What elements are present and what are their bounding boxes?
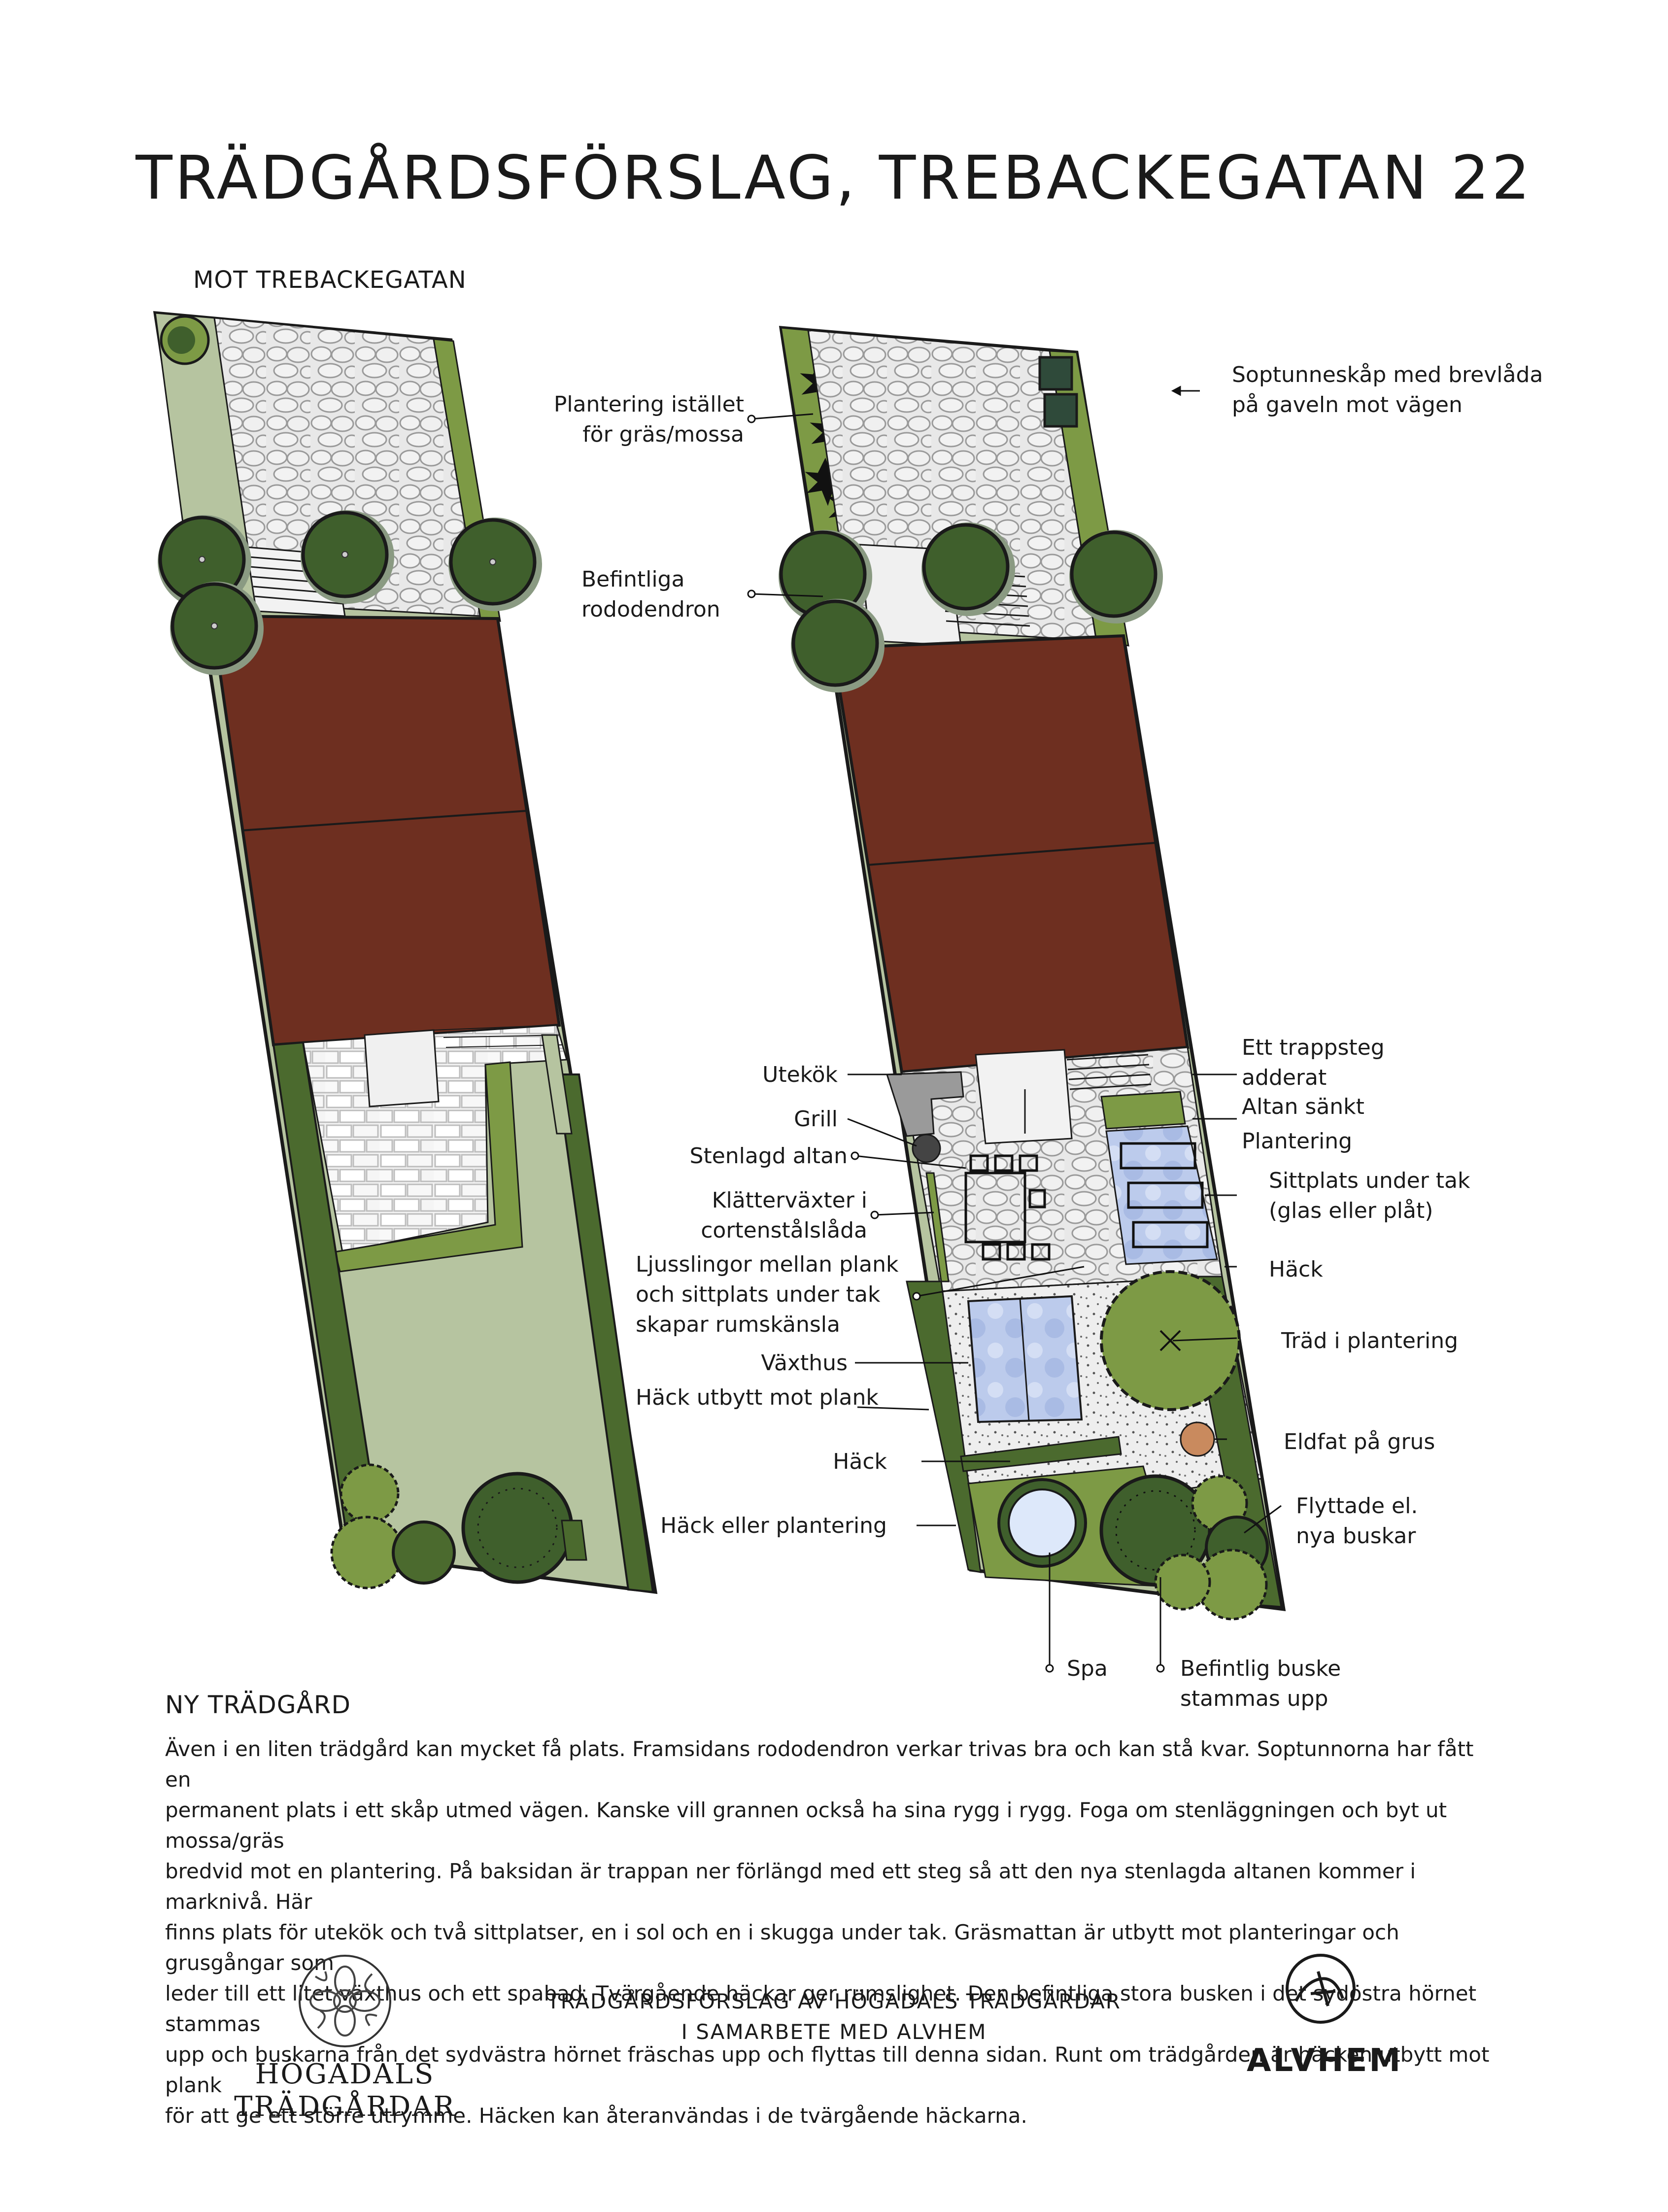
house-left	[210, 614, 561, 1047]
label-sittplats: Sittplats under tak(glas eller plåt)	[1269, 1168, 1470, 1223]
leader-lines	[747, 385, 1282, 1673]
footer-line2: I SAMARBETE MED ALVHEM	[681, 2020, 987, 2044]
body-line: finns plats för utekök och två sittplats…	[165, 1920, 1399, 1975]
label-grill: Grill	[794, 1106, 838, 1132]
body-line: bredvid mot en plantering. På baksidan ä…	[165, 1859, 1416, 1914]
hogadals-logo: HÖGADALS TRÄDGÅRDAR	[232, 1952, 458, 2123]
trees-left-front	[158, 510, 542, 675]
bin-cabinet	[1038, 356, 1078, 428]
right-plan	[779, 326, 1286, 1621]
spa	[1008, 1488, 1077, 1557]
hedge-left-east	[555, 1073, 654, 1593]
page-title: TRÄDGÅRDSFÖRSLAG, TREBACKEGATAN 22	[136, 143, 1532, 213]
firepit	[1180, 1421, 1215, 1457]
logo-left-line2: TRÄDGÅRDAR	[234, 2091, 456, 2123]
shrubs-right-back	[1099, 1474, 1269, 1621]
tree-in-planting	[1100, 1270, 1241, 1411]
alvhem-emblem-icon	[1286, 1954, 1356, 2024]
label-trad-i-plantering: Träd i plantering	[1281, 1328, 1459, 1353]
section-title: NY TRÄDGÅRD	[165, 1691, 351, 1719]
footer-line1: TRÄDGÅRDSFÖRSLAG AV HÖGADALS TRÄDGÅRDAR	[547, 1989, 1121, 2013]
logo-right-name: ALVHEM	[1247, 2042, 1402, 2079]
body-line: för att ge ett större utrymme. Häcken ka…	[165, 2104, 1027, 2128]
flower-emblem-icon	[299, 1955, 391, 2047]
label-utekok: Utekök	[762, 1062, 838, 1087]
label-plantering: Plantering	[1242, 1129, 1353, 1154]
outdoor-kitchen	[885, 1071, 964, 1137]
body-line: leder till ett litet växthus och ett spa…	[165, 1981, 1477, 2036]
garden-plans	[153, 311, 1286, 1673]
shrubs-left-back	[330, 1463, 587, 1590]
label-hack-eller-plantering: Häck eller plantering	[660, 1513, 887, 1538]
alvhem-logo: ALVHEM	[1247, 1952, 1402, 2079]
label-hack-left: Häck	[833, 1449, 887, 1474]
body-line: Även i en liten trädgård kan mycket få p…	[165, 1737, 1474, 1792]
label-hack-utbytt: Häck utbytt mot plank	[636, 1385, 879, 1410]
street-label: MOT TREBACKEGATAN	[193, 266, 467, 294]
body-text: Även i en liten trädgård kan mycket få p…	[165, 1734, 1505, 2131]
footer-credit: TRÄDGÅRDSFÖRSLAG AV HÖGADALS TRÄDGÅRDAR …	[0, 1986, 1668, 2047]
body-line: permanent plats i ett skåp utmed vägen. …	[165, 1798, 1447, 1853]
label-stenlagd-altan: Stenlagd altan	[689, 1143, 848, 1169]
label-spa: Spa	[1067, 1656, 1108, 1681]
fence-west	[906, 1280, 982, 1573]
hedge-cross	[960, 1436, 1122, 1472]
label-altan-sankt: Altan sänkt	[1242, 1094, 1364, 1119]
label-hack-right: Häck	[1269, 1257, 1323, 1282]
grill	[912, 1134, 941, 1163]
label-vaxthus: Växthus	[761, 1350, 848, 1376]
left-plan	[153, 311, 658, 1594]
label-eldfat: Eldfat på grus	[1284, 1429, 1435, 1454]
dining-set	[964, 1154, 1051, 1261]
logo-left-line1: HÖGADALS	[255, 2058, 435, 2090]
body-line: upp och buskarna från det sydvästra hörn…	[165, 2042, 1490, 2097]
label-flyttade-buskar: Flyttade el.nya buskar	[1296, 1493, 1418, 1549]
